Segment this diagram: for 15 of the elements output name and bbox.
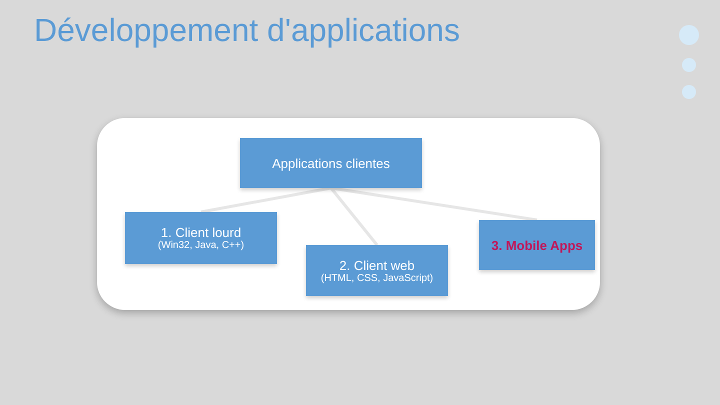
content-panel [97,118,600,310]
box-label: 1. Client lourd [160,225,242,240]
process-box [240,138,422,188]
box-sublabel: (Win32, Java, C++) [158,240,244,251]
process-box [479,220,595,270]
process-box [306,245,448,296]
box-label: Applications clientes [272,156,390,170]
process-box [125,212,277,264]
connector-line [330,187,378,246]
connector-line [330,186,538,222]
box-label: 3. Mobile Apps [491,238,583,252]
slide-title: Développement d'applications [34,12,460,49]
box-sublabel: (HTML, CSS, JavaScript) [320,272,434,284]
box-label: 2. Client web [339,258,415,272]
connector-line [200,186,332,214]
